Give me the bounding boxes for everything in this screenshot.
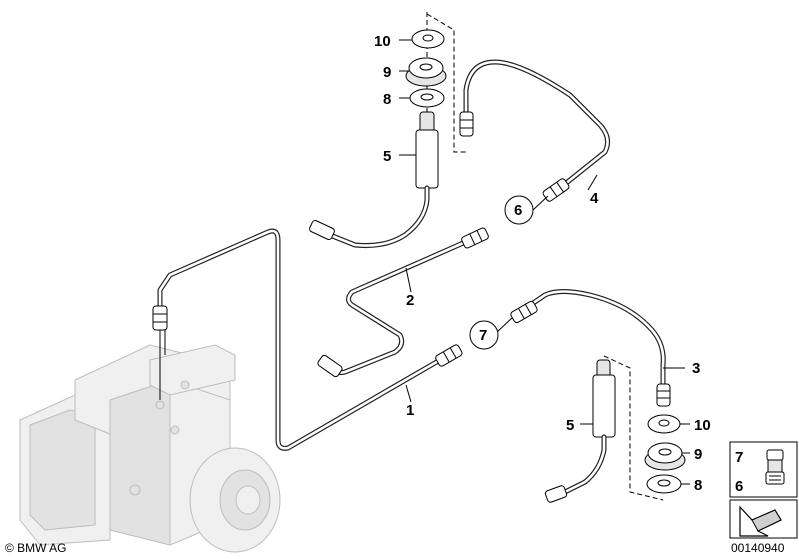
- drawing-number: 00140940: [731, 541, 785, 555]
- abs-hydraulic-unit: [19, 344, 281, 553]
- callout-5-upper: 5: [383, 148, 391, 165]
- direction-arrow-icon: [739, 505, 782, 537]
- legend-item-7: 7: [735, 449, 743, 466]
- washer-8-lower: [646, 474, 682, 494]
- callout-3: 3: [692, 360, 700, 377]
- brake-pipe-2: [317, 227, 489, 378]
- legend-item-6: 6: [735, 478, 743, 495]
- callout-10-lower: 10: [694, 417, 711, 434]
- washer-10-lower: [647, 414, 681, 434]
- brake-hose-5-lower: [544, 355, 664, 503]
- callout-6: 6: [514, 202, 522, 219]
- brake-hose-5-upper: [309, 12, 466, 248]
- copyright-notice: © BMW AG: [5, 541, 67, 555]
- brake-pipe-4: [459, 59, 611, 202]
- orientation-box: [729, 499, 798, 539]
- legend-box: 7 6: [729, 441, 798, 498]
- washer-10-upper: [411, 29, 445, 49]
- callout-5-lower: 5: [566, 417, 574, 434]
- leader-lines: [399, 39, 690, 485]
- callout-10-upper: 10: [374, 33, 391, 50]
- grommet-9-lower: [644, 442, 686, 471]
- callout-8-upper: 8: [383, 91, 391, 108]
- callout-8-lower: 8: [694, 477, 702, 494]
- brake-pipe-1: [152, 228, 463, 451]
- callout-9-lower: 9: [694, 446, 702, 463]
- brake-pipe-3: [510, 289, 671, 407]
- fitting-icon: [765, 449, 785, 485]
- callout-6-circle: [504, 195, 534, 225]
- callout-2: 2: [406, 292, 414, 309]
- callout-4: 4: [590, 190, 599, 207]
- callout-7-circle: [469, 320, 499, 350]
- grommet-9-upper: [405, 57, 447, 87]
- callout-1: 1: [406, 402, 414, 419]
- callout-9-upper: 9: [383, 64, 391, 81]
- washer-8-upper: [409, 88, 445, 108]
- callout-7: 7: [479, 327, 487, 344]
